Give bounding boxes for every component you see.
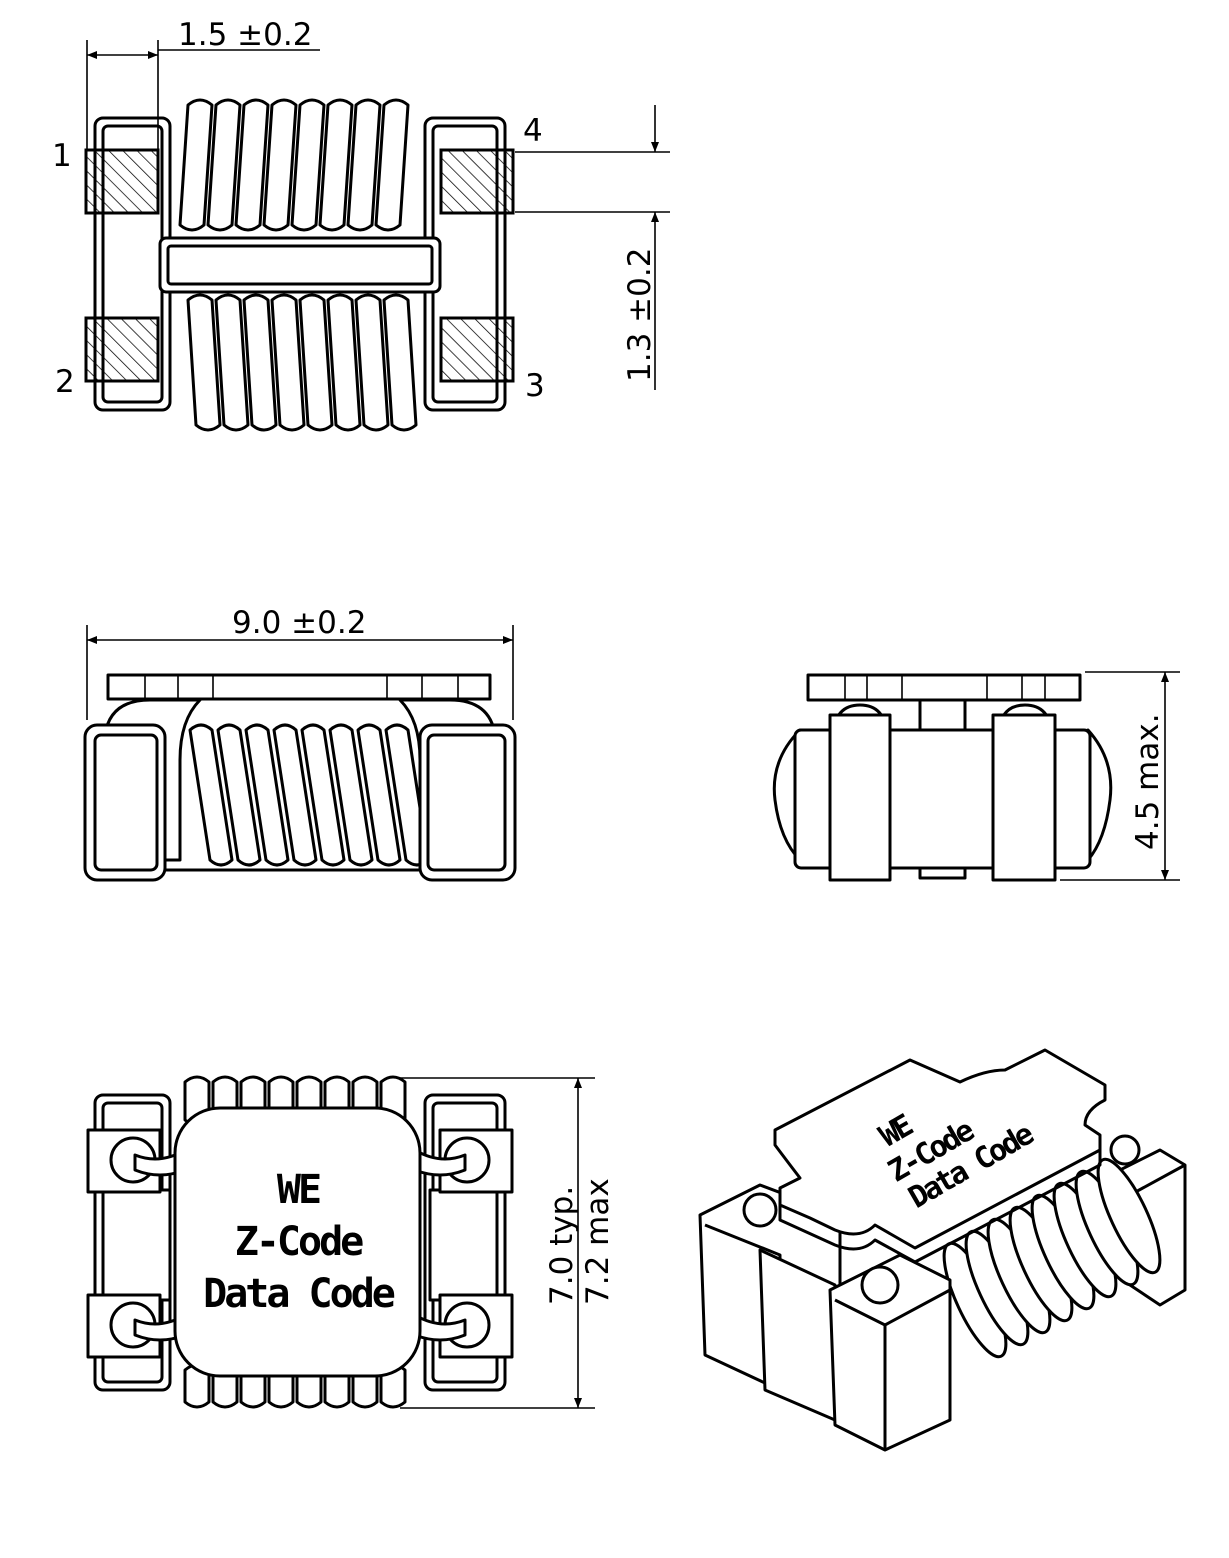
coil-turn xyxy=(318,98,354,232)
height-dimension: 4.5 max. xyxy=(1130,713,1166,850)
marking-data-code: Data Code xyxy=(203,1271,395,1317)
end-view: 4.5 max. xyxy=(772,671,1180,882)
side-view: 9.0 ±0.2 xyxy=(83,605,517,882)
solder-pads xyxy=(84,148,515,383)
pin-3-label: 3 xyxy=(525,368,545,404)
coil-turn xyxy=(1096,1157,1162,1275)
coil-turn xyxy=(272,723,318,867)
coil-turn xyxy=(270,293,306,432)
coil-turn xyxy=(186,293,222,432)
bottom-view: WE Z-Code Data Code 7.0 typ. 7.2 max xyxy=(86,1075,616,1409)
pin-4-label: 4 xyxy=(523,113,543,149)
coil-turn xyxy=(382,293,418,432)
coil-turn xyxy=(262,98,298,232)
coil-turn xyxy=(326,293,362,432)
coil-turn xyxy=(178,98,214,232)
marking-z-code: Z-Code xyxy=(235,1219,363,1265)
width-max-dimension: 7.2 max xyxy=(580,1178,616,1305)
coil-turn xyxy=(188,723,234,867)
coil-turn xyxy=(298,293,334,432)
coil-turn xyxy=(328,723,374,867)
pin-1-label: 1 xyxy=(52,138,72,174)
coil-turn xyxy=(374,98,410,232)
coil-turn xyxy=(234,98,270,232)
coil-turn xyxy=(206,98,242,232)
marking-we: WE xyxy=(277,1167,320,1213)
width-typ-dimension: 7.0 typ. xyxy=(544,1186,580,1305)
isometric-view: WE Z-Code Data Code xyxy=(698,1048,1187,1452)
pad-dimension: 1.3 ±0.2 xyxy=(622,248,658,382)
coil-turn xyxy=(290,98,326,232)
length-dimension: 9.0 ±0.2 xyxy=(232,605,366,641)
coil-turn xyxy=(244,723,290,867)
coil-turn xyxy=(300,723,346,867)
pitch-dimension: 1.5 ±0.2 xyxy=(178,17,312,53)
coil-turn xyxy=(356,723,402,867)
coil-turn xyxy=(354,293,390,432)
top-view: 1.5 ±0.2 1.3 ±0.2 1 2 3 4 xyxy=(52,17,670,432)
coil-turn xyxy=(214,293,250,432)
coil-turn xyxy=(346,98,382,232)
coil-turn xyxy=(216,723,262,867)
coil-turn xyxy=(242,293,278,432)
pin-2-label: 2 xyxy=(55,364,75,400)
